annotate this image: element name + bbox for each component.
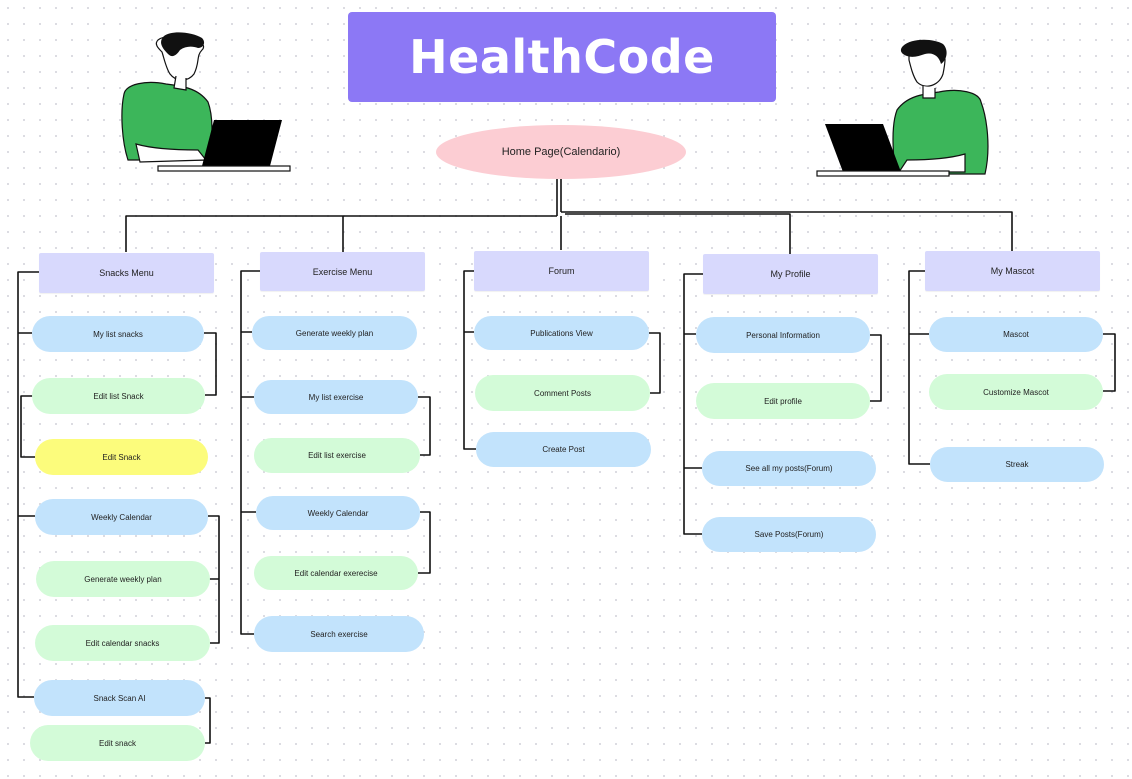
customize-mascot-node: Customize Mascot bbox=[929, 374, 1103, 410]
edit-list-exercise-node: Edit list exercise bbox=[254, 438, 420, 473]
create-post-node: Create Post bbox=[476, 432, 651, 467]
see-all-my-posts-node: See all my posts(Forum) bbox=[702, 451, 876, 486]
edit-calendar-exercise-node: Edit calendar exerecise bbox=[254, 556, 418, 590]
edit-calendar-snacks-node: Edit calendar snacks bbox=[35, 625, 210, 661]
mascot-node: Mascot bbox=[929, 317, 1103, 352]
my-list-snacks-node: My list snacks bbox=[32, 316, 204, 352]
person-with-laptop-right-icon bbox=[816, 39, 989, 177]
search-exercise-node: Search exercise bbox=[254, 616, 424, 652]
snacks-menu-node: Snacks Menu bbox=[39, 253, 214, 293]
streak-node: Streak bbox=[930, 447, 1104, 482]
weekly-calendar-exercise-node: Weekly Calendar bbox=[256, 496, 420, 530]
weekly-calendar-snacks-node: Weekly Calendar bbox=[35, 499, 208, 535]
exercise-menu-node: Exercise Menu bbox=[260, 252, 425, 291]
edit-snack-scan-node: Edit snack bbox=[30, 725, 205, 761]
app-title: HealthCode bbox=[348, 12, 776, 102]
comment-posts-node: Comment Posts bbox=[475, 375, 650, 411]
home-page-node: Home Page(Calendario) bbox=[436, 125, 686, 179]
edit-profile-node: Edit profile bbox=[696, 383, 870, 419]
save-posts-node: Save Posts(Forum) bbox=[702, 517, 876, 552]
snack-scan-ai-node: Snack Scan AI bbox=[34, 680, 205, 716]
edit-snack-node: Edit Snack bbox=[35, 439, 208, 475]
publications-view-node: Publications View bbox=[474, 316, 649, 350]
my-list-exercise-node: My list exercise bbox=[254, 380, 418, 414]
edit-list-snack-node: Edit list Snack bbox=[32, 378, 205, 414]
my-mascot-menu-node: My Mascot bbox=[925, 251, 1100, 291]
person-with-laptop-left-icon bbox=[121, 32, 291, 172]
generate-weekly-plan-exercise-node: Generate weekly plan bbox=[252, 316, 417, 350]
my-profile-menu-node: My Profile bbox=[703, 254, 878, 294]
personal-information-node: Personal Information bbox=[696, 317, 870, 353]
forum-menu-node: Forum bbox=[474, 251, 649, 291]
generate-weekly-plan-snacks-node: Generate weekly plan bbox=[36, 561, 210, 597]
